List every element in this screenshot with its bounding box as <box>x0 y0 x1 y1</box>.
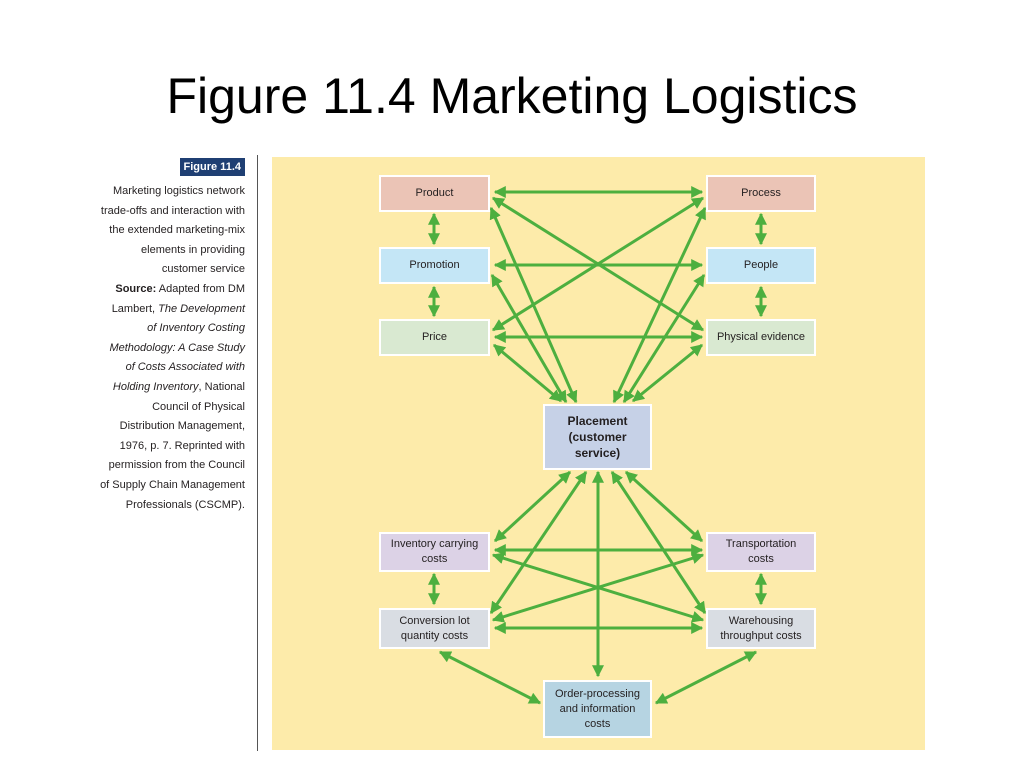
node-physical-evidence: Physical evidence <box>706 319 816 356</box>
caption-divider <box>257 155 258 751</box>
node-placement: Placement (customer service) <box>543 404 652 470</box>
caption-description: Marketing logistics network trade-offs a… <box>100 185 245 276</box>
slide-title: Figure 11.4 Marketing Logistics <box>166 68 858 124</box>
arrow-placement-transport <box>624 470 704 543</box>
node-order-processing-costs: Order-processing and information costs <box>543 680 652 738</box>
figure-caption: Figure 11.4 Marketing logistics network … <box>100 158 245 515</box>
source-suffix: , National Council of Physical Distribut… <box>100 380 245 511</box>
arrow-placement-warehousing <box>610 470 707 615</box>
node-warehousing-throughput-costs: Warehousing throughput costs <box>706 608 816 649</box>
arrow-warehousing-order <box>654 650 758 705</box>
figure-label: Figure 11.4 <box>179 158 245 176</box>
arrow-process-placement <box>612 206 707 404</box>
source-prefix: Adapted from DM Lambert, <box>111 282 245 315</box>
source-work: The Development of Inventory Costing Met… <box>109 302 245 393</box>
arrow-price-placement <box>493 343 562 403</box>
node-price: Price <box>379 319 490 356</box>
arrow-placement-conversion <box>489 471 588 614</box>
node-promotion: Promotion <box>379 247 490 284</box>
node-transportation-costs: Transportation costs <box>706 532 816 572</box>
arrow-physical-placement <box>632 343 703 403</box>
node-people: People <box>706 247 816 284</box>
caption-source: Source: Adapted from DM Lambert, The Dev… <box>100 280 245 515</box>
arrow-conversion-order <box>438 650 542 705</box>
source-label: Source: <box>115 282 157 295</box>
arrow-product-placement <box>489 206 578 404</box>
arrow-placement-inventory <box>493 470 572 543</box>
node-process: Process <box>706 175 816 212</box>
node-product: Product <box>379 175 490 212</box>
node-inventory-carrying-costs: Inventory carrying costs <box>379 532 490 572</box>
node-conversion-lot-quantity-costs: Conversion lot quantity costs <box>379 608 490 649</box>
